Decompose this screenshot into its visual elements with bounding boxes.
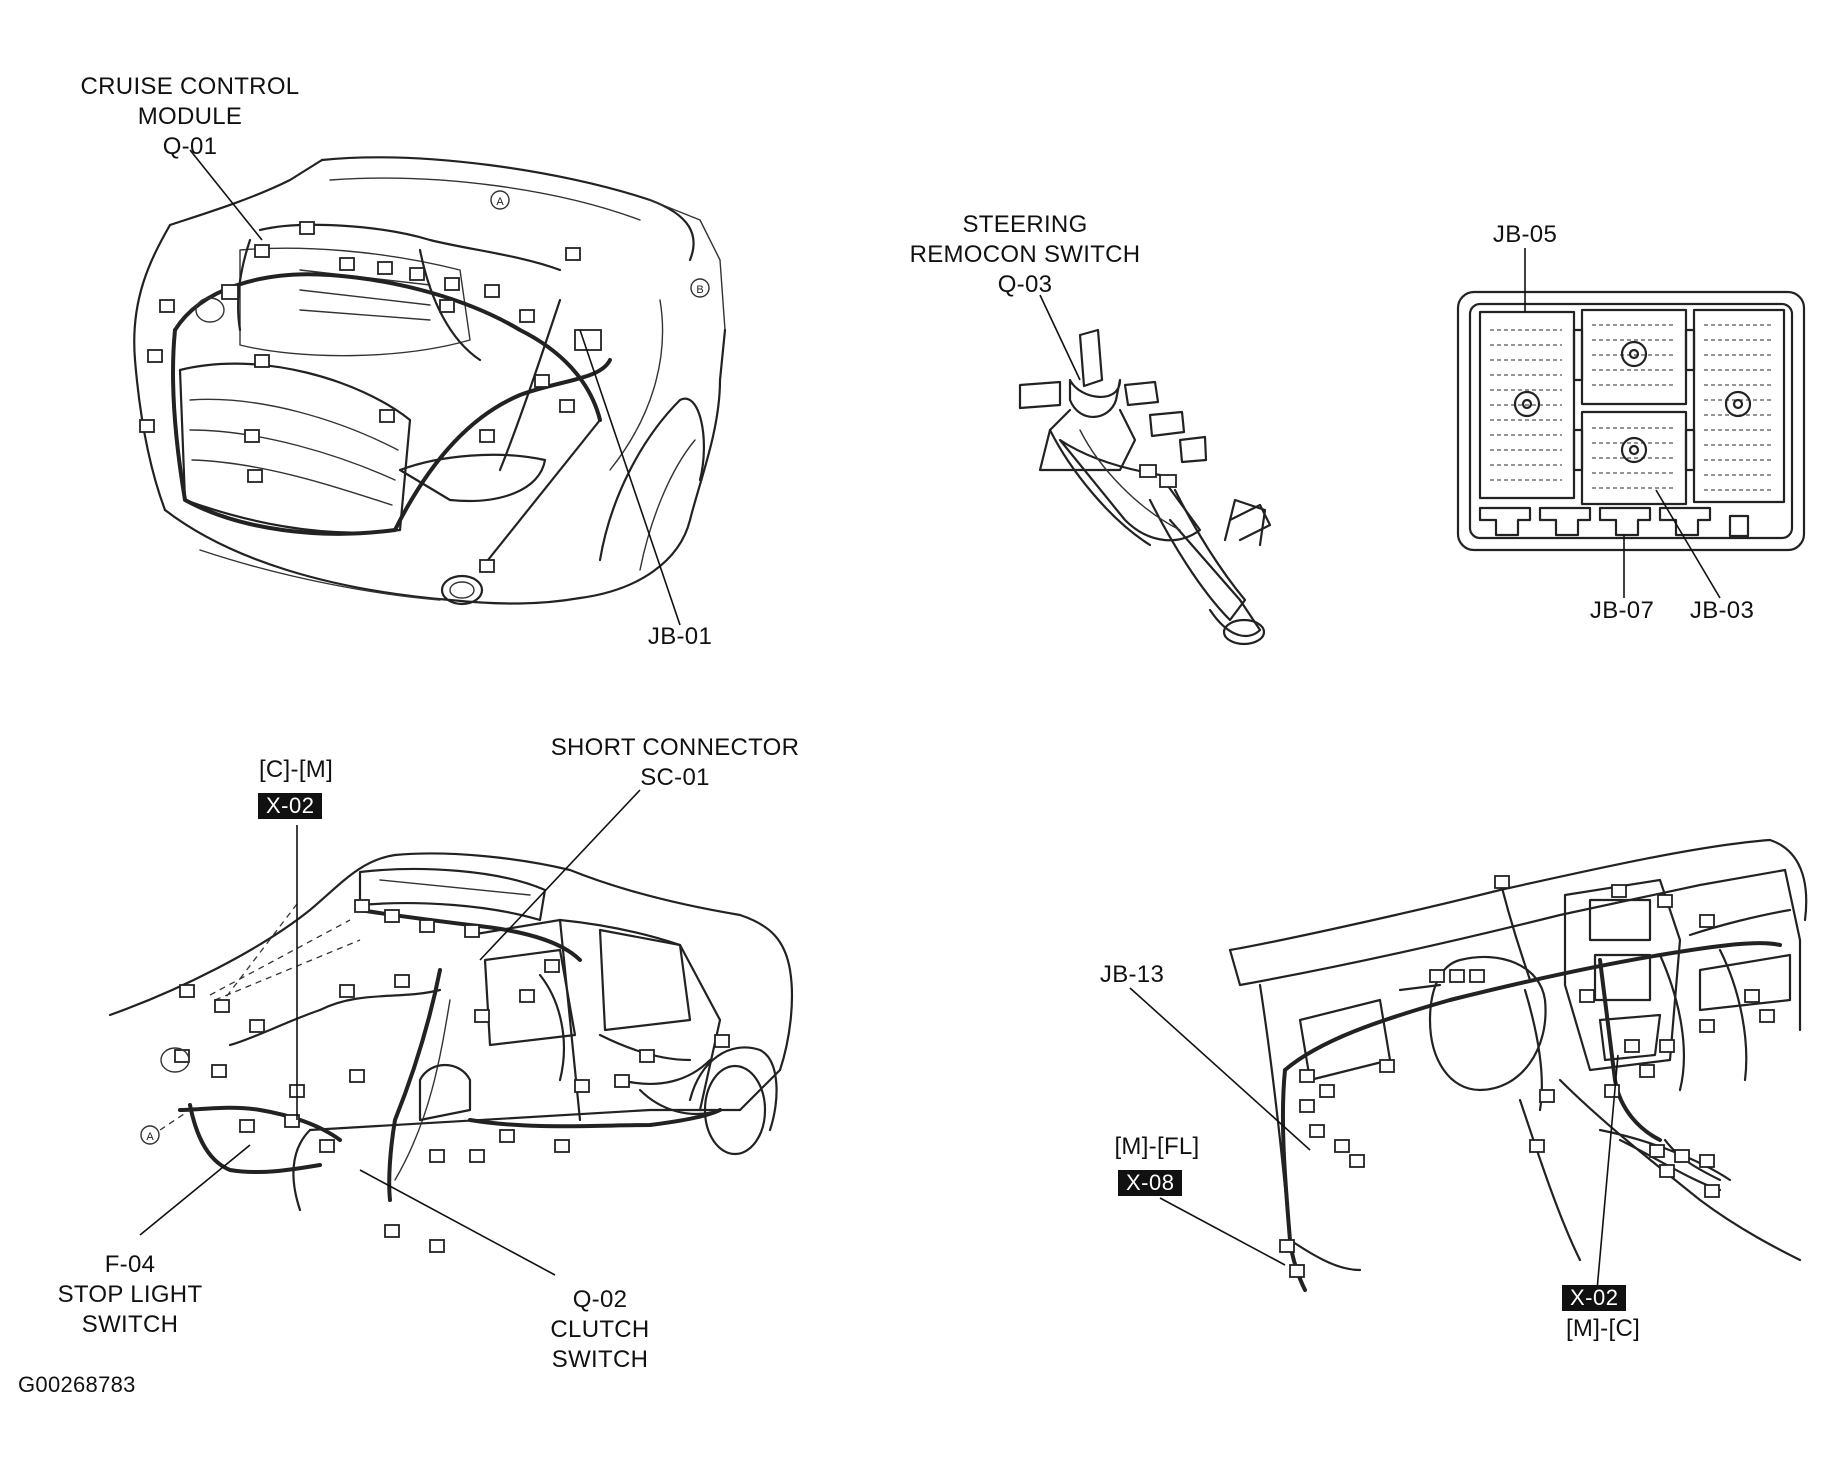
- cruise-control-module-label: CRUISE CONTROL MODULE Q-01: [60, 72, 320, 162]
- f04-line-1: F-04: [104, 1251, 156, 1278]
- cruise-line-2: MODULE: [137, 103, 243, 130]
- engine-bay-figure: A B: [133, 149, 727, 626]
- connector-m-c-label: [M]-[C]: [1565, 1315, 1641, 1342]
- short-line-1: SHORT CONNECTOR: [550, 734, 800, 761]
- figure-id-label: G00268783: [18, 1372, 136, 1397]
- f04-line-3: SWITCH: [81, 1311, 179, 1338]
- f04-line-2: STOP LIGHT: [57, 1281, 203, 1308]
- steering-line-2: REMOCON SWITCH: [909, 241, 1141, 268]
- steering-line-1: STEERING: [962, 211, 1088, 238]
- jb05-label: JB-05: [1492, 221, 1558, 248]
- x02-right-tag: X-02: [1562, 1285, 1627, 1311]
- short-line-2: SC-01: [640, 764, 710, 791]
- x08-tag: X-08: [1118, 1170, 1183, 1196]
- steering-remocon-switch-label: STEERING REMOCON SWITCH Q-03: [890, 210, 1160, 300]
- dashboard-figure: [1129, 838, 1808, 1292]
- marker-b: B: [696, 284, 703, 296]
- cruise-line-1: CRUISE CONTROL: [80, 73, 300, 100]
- q02-line-1: Q-02: [572, 1286, 628, 1313]
- short-connector-label: SHORT CONNECTOR SC-01: [530, 733, 820, 793]
- connector-m-fl-label: [M]-[FL]: [1114, 1133, 1200, 1160]
- car-side-figure: A: [108, 789, 794, 1276]
- marker-a-top: A: [496, 196, 504, 208]
- steering-column-figure: [1018, 294, 1272, 646]
- jb01-label: JB-01: [647, 623, 713, 650]
- stop-light-switch-label: F-04 STOP LIGHT SWITCH: [40, 1250, 220, 1340]
- q02-line-3: SWITCH: [551, 1346, 649, 1373]
- junction-box-figure: [1456, 248, 1806, 599]
- jb03-label: JB-03: [1689, 597, 1755, 624]
- connector-c-m-label: [C]-[M]: [258, 756, 334, 783]
- marker-a-bottom: A: [146, 1131, 154, 1143]
- cruise-line-3: Q-01: [162, 133, 218, 160]
- steering-line-3: Q-03: [997, 271, 1053, 298]
- jb13-label: JB-13: [1099, 961, 1165, 988]
- jb07-label: JB-07: [1589, 597, 1655, 624]
- x02-left-tag: X-02: [258, 793, 323, 819]
- clutch-switch-label: Q-02 CLUTCH SWITCH: [520, 1285, 680, 1375]
- q02-line-2: CLUTCH: [550, 1316, 650, 1343]
